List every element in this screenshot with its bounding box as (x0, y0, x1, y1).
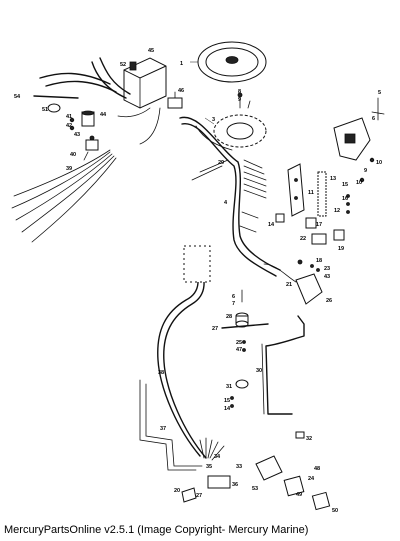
part-label-15b: 15 (224, 398, 230, 404)
part-label-49: 49 (296, 492, 302, 498)
part-label-19: 19 (338, 246, 344, 252)
part-labels: 1 8 9 3 45 52 46 54 51 41 42 44 43 40 39… (14, 48, 382, 514)
remote-harness-cable (157, 245, 211, 459)
terminal-bracket (287, 163, 327, 217)
part-label-27b: 27 (196, 493, 202, 499)
part-label-43: 43 (74, 132, 80, 138)
part-label-4: 4 (224, 200, 228, 206)
part-label-45: 45 (148, 48, 154, 54)
part-label-6: 6 (372, 116, 375, 122)
part-label-35: 35 (206, 464, 212, 470)
part-label-47: 47 (236, 347, 242, 353)
rectifier (167, 91, 183, 109)
part-label-27: 27 (212, 326, 218, 332)
part-label-12: 12 (334, 208, 340, 214)
part-label-8: 8 (238, 89, 241, 95)
part-label-16: 16 (342, 196, 348, 202)
part-label-9b: 9 (364, 168, 367, 174)
part-label-43b: 43 (324, 274, 330, 280)
part-label-24: 24 (308, 476, 315, 482)
misc-fasteners (230, 340, 305, 439)
part-label-50: 50 (332, 508, 338, 514)
part-label-46: 46 (178, 88, 184, 94)
part-label-13: 13 (330, 176, 336, 182)
part-label-17: 17 (316, 222, 322, 228)
upper-left-leads (33, 57, 161, 145)
part-label-41: 41 (66, 114, 72, 120)
part-label-18: 18 (316, 258, 322, 264)
ground-strap (221, 323, 269, 329)
part-label-31: 31 (226, 384, 232, 390)
voltage-regulator (333, 97, 385, 183)
clamp-parts (275, 194, 350, 245)
part-label-5: 5 (378, 90, 381, 96)
part-label-48: 48 (314, 466, 320, 472)
part-label-33: 33 (236, 464, 242, 470)
left-small-parts (47, 103, 99, 161)
right-conduit (261, 315, 305, 415)
part-label-51: 51 (42, 107, 48, 113)
part-label-14b: 14 (224, 406, 231, 412)
part-label-6b: 6 (232, 294, 235, 300)
part-label-10a: 10 (376, 160, 382, 166)
part-label-11: 11 (308, 190, 314, 196)
starter-solenoid (263, 259, 323, 305)
part-label-53: 53 (252, 486, 258, 492)
part-label-40: 40 (70, 152, 76, 158)
part-label-20: 20 (174, 488, 180, 494)
part-label-52: 52 (120, 62, 126, 68)
part-label-22: 22 (300, 236, 306, 242)
part-label-32: 32 (306, 436, 312, 442)
bottom-wire-fan (199, 437, 225, 461)
part-label-23: 23 (324, 266, 330, 272)
part-label-36: 36 (232, 482, 238, 488)
part-label-37: 37 (160, 426, 166, 432)
part-label-25: 25 (236, 340, 242, 346)
part-label-29: 29 (218, 160, 224, 166)
part-label-34: 34 (214, 454, 221, 460)
part-label-9: 9 (238, 97, 241, 103)
part-label-26: 26 (326, 298, 332, 304)
ignition-parts (181, 455, 331, 511)
part-label-38: 38 (158, 370, 164, 376)
main-wiring-harness (179, 116, 281, 277)
part-label-14: 14 (268, 222, 275, 228)
part-label-44: 44 (100, 112, 107, 118)
wiring-harness-exploded-diagram: 1 8 9 3 45 52 46 54 51 41 42 44 43 40 39… (11, 41, 385, 514)
part-label-21: 21 (286, 282, 292, 288)
fuse-holder (235, 289, 249, 328)
key-switch-harness (139, 379, 203, 471)
part-label-28: 28 (226, 314, 232, 320)
left-trailing-wires (11, 149, 117, 243)
part-label-42: 42 (66, 123, 72, 129)
flywheel (190, 41, 267, 83)
part-label-39: 39 (66, 166, 72, 172)
part-label-15: 15 (342, 182, 348, 188)
stator-screws (237, 92, 251, 109)
part-label-3: 3 (212, 117, 215, 123)
part-label-54: 54 (14, 94, 21, 100)
part-label-1: 1 (180, 61, 183, 67)
part-label-30: 30 (256, 368, 262, 374)
part-label-10b: 10 (356, 180, 362, 186)
copyright-caption: MercuryPartsOnline v2.5.1 (Image Copyrig… (4, 524, 309, 536)
part-label-7: 7 (232, 301, 235, 307)
stator (204, 114, 267, 148)
switch-box (123, 57, 167, 109)
